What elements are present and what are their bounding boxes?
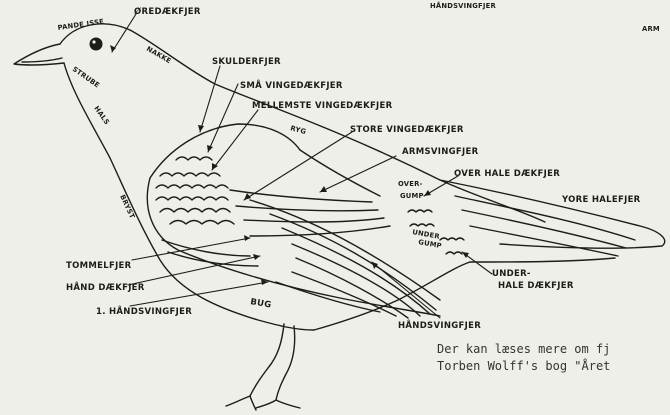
label-1-haandsvingfjer: 1. HÅNDSVINGFJER [96, 306, 192, 317]
label-under-haledaekfjer-2: HALE DÆKFJER [498, 281, 574, 291]
label-under-haledaekfjer: UNDER- [492, 269, 531, 279]
label-tommelfjer: TOMMELFJER [66, 261, 132, 271]
caption-line-2: Torben Wolff's bog "Året [437, 359, 610, 373]
label-mellemste-vingedaekfjer: MELLEMSTE VINGEDÆKFJER [252, 101, 393, 111]
label-bryst: BRYST [118, 193, 136, 220]
label-top-arm: ARM [642, 25, 660, 33]
label-ryg: RYG [289, 124, 307, 136]
label-oredaekfjer: ØREDÆKFJER [134, 6, 201, 17]
label-over-gump: OVER- [398, 180, 423, 188]
label-smaa-vingedaekfjer: SMÅ VINGEDÆKFJER [240, 80, 343, 91]
label-store-vingedaekfjer: STORE VINGEDÆKFJER [350, 125, 464, 135]
label-yore-halefjer: YORE HALEFJER [561, 195, 641, 205]
label-armsvingfjer: ARMSVINGFJER [402, 147, 479, 157]
label-pande-isse: PANDE ISSE [57, 18, 104, 32]
label-strube: STRUBE [71, 65, 101, 90]
label-top-haandsvingfjer: HÅNDSVINGFJER [430, 1, 496, 10]
eye-icon [90, 38, 103, 51]
label-haandsvingfjer: HÅNDSVINGFJER [398, 320, 481, 331]
label-over-gump-2: GUMP [400, 192, 424, 200]
label-over-haledaekfjer: OVER HALE DÆKFJER [454, 169, 560, 179]
label-hals: HALS [92, 105, 111, 127]
label-skulderfjer: SKULDERFJER [212, 57, 281, 67]
label-haand-daekfjer: HÅND DÆKFJER [66, 282, 145, 293]
caption-line-1: Der kan læses mere om fj [437, 342, 610, 356]
label-bug: BUG [249, 297, 272, 311]
